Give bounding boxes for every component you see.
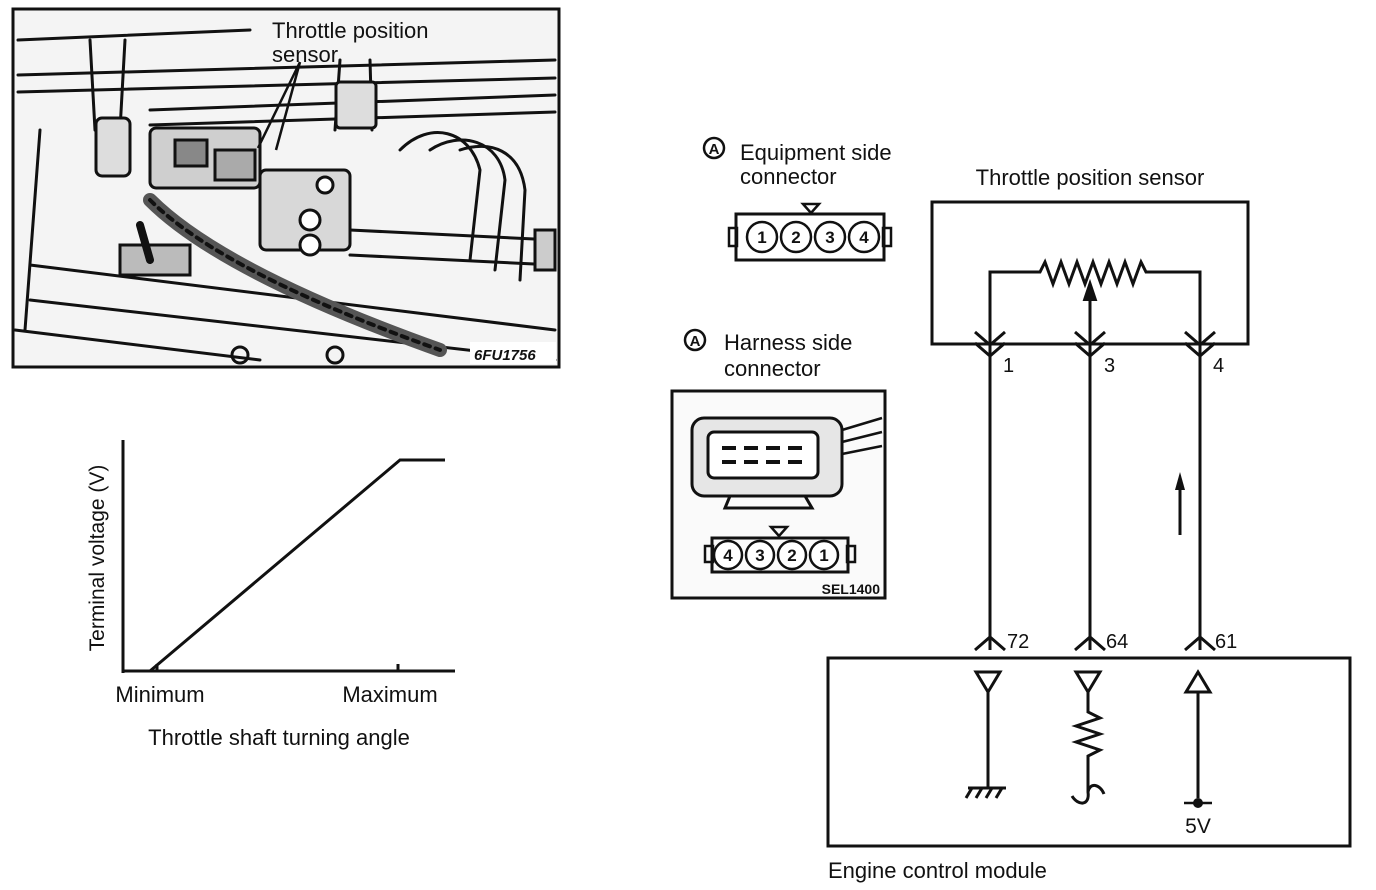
harness-pin-circle bbox=[776, 539, 808, 571]
sensor-title: Throttle position sensor bbox=[976, 165, 1205, 190]
equipment-pin-circle bbox=[813, 220, 847, 254]
ground-icon bbox=[964, 786, 1006, 799]
equipment-pin-3: 3 bbox=[825, 228, 834, 247]
sensor-terminal-3: 3 bbox=[1104, 355, 1115, 377]
equipment-key-triangle bbox=[800, 202, 822, 215]
ecm-output-61 bbox=[1183, 669, 1213, 694]
equipment-title-line2: connector bbox=[740, 164, 837, 189]
engine-photo: Throttle position sensor 6FU1756 bbox=[11, 7, 561, 369]
graph-y-label: Terminal voltage (V) bbox=[86, 465, 109, 652]
equipment-pin-circle bbox=[745, 220, 779, 254]
graph-x-tick-minimum: Minimum bbox=[115, 682, 204, 707]
ecm-terminal-61: 61 bbox=[1215, 631, 1237, 653]
equipment-pin-2: 2 bbox=[791, 228, 800, 247]
ecm-pull-resistor bbox=[1071, 692, 1105, 792]
equipment-side-connector: A Equipment side connector 1 2 3 4 bbox=[702, 136, 893, 262]
graph-voltage-curve bbox=[149, 458, 445, 673]
equipment-pin-circle bbox=[779, 220, 813, 254]
harness-pin-2: 2 bbox=[787, 546, 796, 565]
ecm-input-64 bbox=[1073, 670, 1103, 695]
harness-key-triangle bbox=[768, 525, 790, 538]
ecm-supply-label: 5V bbox=[1185, 815, 1211, 838]
equipment-title-line1: Equipment side bbox=[740, 140, 892, 165]
equipment-pin-4: 4 bbox=[859, 228, 869, 247]
ecm-terminal-72: 72 bbox=[1007, 631, 1029, 653]
equipment-marker-letter: A bbox=[709, 141, 720, 158]
photo-callout-line2: sensor bbox=[272, 42, 338, 67]
harness-side-connector: A Harness side connector 4 3 2 1 SEL1400 bbox=[670, 328, 887, 600]
harness-pin-circle bbox=[808, 539, 840, 571]
harness-code: SEL1400 bbox=[822, 581, 881, 597]
photo-callout-line1: Throttle position bbox=[272, 18, 429, 43]
ecm-box bbox=[826, 656, 1352, 848]
voltage-graph: Terminal voltage (V) Minimum Maximum Thr… bbox=[86, 440, 455, 750]
harness-title-line1: Harness side bbox=[724, 330, 852, 355]
throttle-position-sensor: Throttle position sensor bbox=[930, 165, 1250, 346]
harness-pin-3: 3 bbox=[755, 546, 764, 565]
harness-plug-illustration bbox=[690, 416, 883, 510]
ecm-title: Engine control module bbox=[828, 858, 1047, 883]
sensor-terminal-1: 1 bbox=[1003, 355, 1014, 377]
harness-pin-circle bbox=[712, 539, 744, 571]
sensor-terminal-chevrons bbox=[974, 330, 1216, 358]
harness-pin-4: 4 bbox=[723, 546, 733, 565]
harness-marker-letter: A bbox=[690, 333, 701, 350]
graph-x-tick-maximum: Maximum bbox=[342, 682, 437, 707]
photo-code: 6FU1756 bbox=[474, 347, 536, 364]
graph-x-label: Throttle shaft turning angle bbox=[148, 725, 410, 750]
harness-marker-circle bbox=[683, 328, 707, 352]
equipment-pin-1: 1 bbox=[757, 228, 766, 247]
ecm-terminal-chevrons bbox=[974, 635, 1216, 652]
harness-pin-circle bbox=[744, 539, 776, 571]
equipment-marker-circle bbox=[702, 136, 726, 160]
engine-control-module: Engine control module 5V bbox=[826, 656, 1352, 883]
ecm-input-72 bbox=[973, 670, 1003, 695]
sensor-potentiometer bbox=[988, 257, 1202, 340]
harness-pin-1: 1 bbox=[819, 546, 828, 565]
signal-ground-icon bbox=[1070, 784, 1106, 805]
equipment-pin-circle bbox=[847, 220, 881, 254]
ecm-terminal-64: 64 bbox=[1106, 631, 1128, 653]
sensor-terminal-4: 4 bbox=[1213, 355, 1224, 377]
wiring: 1 3 4 72 64 61 bbox=[974, 330, 1237, 653]
harness-title-line2: connector bbox=[724, 356, 821, 381]
